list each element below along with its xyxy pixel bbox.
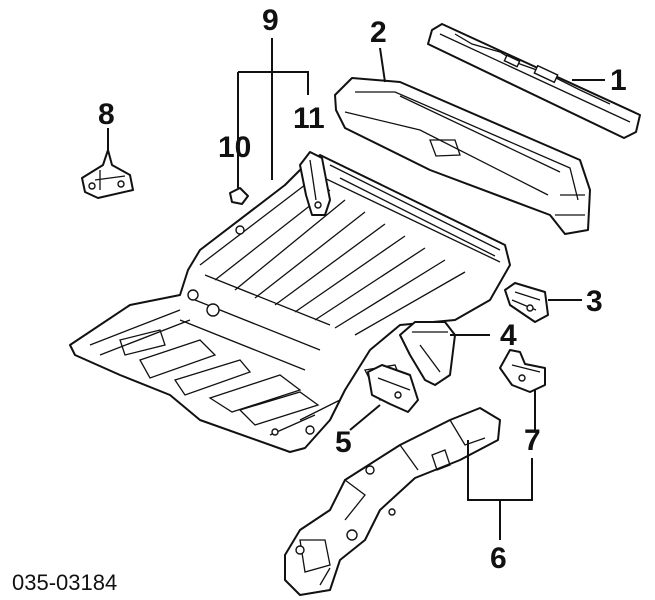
callout-5: 5 <box>335 426 352 459</box>
part-8-bracket <box>81 149 134 199</box>
part-2-crossmember <box>334 77 591 235</box>
part-3-bracket <box>504 282 549 323</box>
part-6-frame-rail <box>284 407 501 596</box>
callout-4: 4 <box>500 319 517 352</box>
callout-10: 10 <box>218 131 251 164</box>
callout-2: 2 <box>370 16 387 49</box>
leader-lines <box>107 38 605 540</box>
callout-9: 9 <box>262 4 279 37</box>
callout-6: 6 <box>490 542 507 575</box>
callout-8: 8 <box>98 98 115 131</box>
callout-1: 1 <box>610 64 627 97</box>
part-11-bracket <box>299 151 331 216</box>
part-10-clip <box>229 187 249 205</box>
part-7-bracket <box>499 349 546 393</box>
callout-labels: 1 2 3 4 5 6 7 8 9 10 11 <box>98 4 627 575</box>
part-4-gusset <box>399 321 456 386</box>
callout-7: 7 <box>524 424 541 457</box>
floor-pan <box>69 154 511 453</box>
callout-11: 11 <box>293 102 325 135</box>
diagram-part-code: 035-03184 <box>12 570 117 595</box>
part-5-bracket <box>367 364 419 413</box>
callout-3: 3 <box>586 285 603 318</box>
part-1-crossmember-panel <box>427 23 641 139</box>
